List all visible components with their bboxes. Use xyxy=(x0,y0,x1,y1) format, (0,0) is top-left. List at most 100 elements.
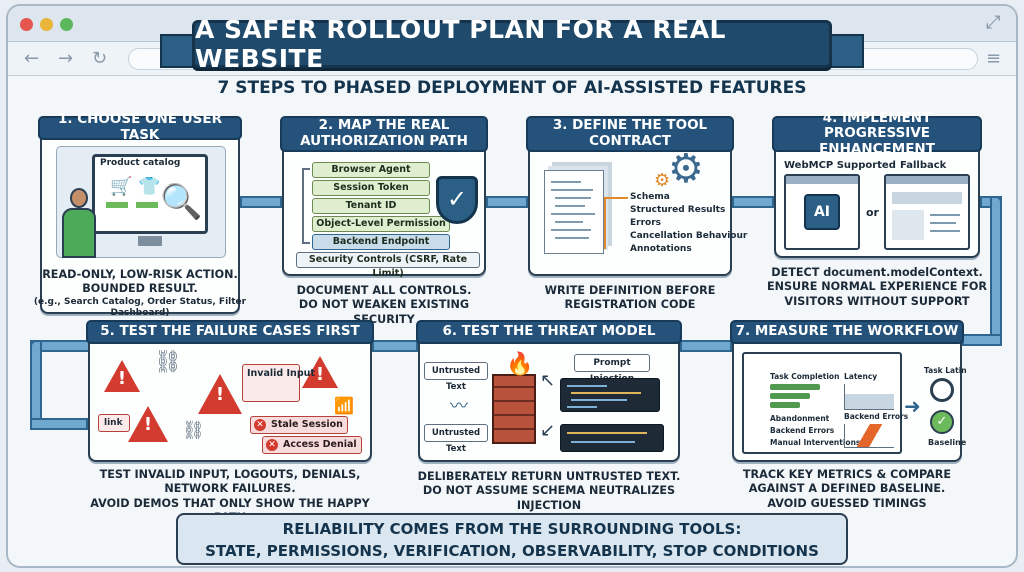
layer-session-token: Session Token xyxy=(312,180,430,196)
footer-banner: RELIABILITY COMES FROM THE SURROUNDING T… xyxy=(176,513,848,565)
maximize-dot-icon[interactable] xyxy=(60,18,73,31)
warning-icon xyxy=(104,360,140,392)
connector-pipe xyxy=(680,340,732,352)
errors-chart xyxy=(844,424,894,448)
untrusted-text-top: Untrusted Text xyxy=(424,362,488,392)
panel-backend-errors: Backend Errors xyxy=(770,426,835,435)
connector-pipe xyxy=(486,196,528,208)
connector-pipe xyxy=(30,340,42,430)
baseline-check-icon: ✓ xyxy=(930,410,954,434)
warning-mark: ! xyxy=(117,368,127,389)
step-3-heading: 3. DEFINE THE TOOL CONTRACT xyxy=(526,116,734,152)
panel-manual-interventions: Manual Interventions xyxy=(770,438,861,447)
expand-icon[interactable]: ⤢ xyxy=(986,12,1001,33)
reload-icon[interactable]: ↻ xyxy=(92,48,108,69)
contract-item-results: Structured Results xyxy=(630,205,726,215)
bird-icon: 〰 xyxy=(450,396,468,417)
gauge-label: Task Latin xyxy=(924,366,967,375)
shirt-icon: 👕 xyxy=(138,176,161,197)
code-snippet xyxy=(560,378,660,412)
step-5-heading: 5. TEST THE FAILURE CASES FIRST xyxy=(86,320,374,344)
panel-task-completion: Task Completion xyxy=(770,372,840,381)
monitor-screen xyxy=(92,154,208,234)
latency-chart xyxy=(844,384,894,410)
warning-icon xyxy=(198,374,242,414)
fallback-screen xyxy=(884,174,970,250)
broken-link-box xyxy=(98,414,130,432)
layer-security-controls: Security Controls (CSRF, Rate Limit) xyxy=(296,252,480,279)
contract-item-schema: Schema xyxy=(630,192,670,202)
gear-icon: ⚙ xyxy=(668,146,704,192)
gauge-icon xyxy=(930,378,954,402)
stale-session-error: ✕Stale Session xyxy=(250,416,348,434)
contract-connector xyxy=(604,197,628,249)
warning-mark: ! xyxy=(143,414,153,435)
error-dialog xyxy=(242,364,300,402)
connector-pipe xyxy=(240,196,282,208)
step-6-heading: 6. TEST THE THREAT MODEL xyxy=(416,320,682,344)
connector-pipe xyxy=(30,418,88,430)
ai-chip-icon: AI xyxy=(804,194,840,230)
step-6-caption: DELIBERATELY RETURN UNTRUSTED TEXT. DO N… xyxy=(417,470,681,512)
baseline-label: Baseline xyxy=(928,438,967,447)
magnifier-icon: 🔍 xyxy=(160,182,203,222)
webmcp-screen: AI xyxy=(784,174,860,250)
connector-pipe xyxy=(990,196,1002,344)
webmcp-label: WebMCP Supported xyxy=(784,160,896,171)
firewall-icon xyxy=(492,374,536,444)
shield-icon: ✓ xyxy=(436,176,478,224)
completion-bar xyxy=(770,384,820,390)
footer-line-1: RELIABILITY COMES FROM THE SURROUNDING T… xyxy=(282,520,742,538)
step-1-caption: READ-ONLY, LOW-RISK ACTION. BOUNDED RESU… xyxy=(33,268,247,319)
layer-object-permission: Object-Level Permission xyxy=(312,216,450,232)
warning-icon xyxy=(128,406,168,442)
connector-pipe xyxy=(732,196,774,208)
access-denial-error: ✕Access Denial xyxy=(262,436,362,454)
step-5-caption: TEST INVALID INPUT, LOGOUTS, DENIALS, NE… xyxy=(90,468,370,524)
close-dot-icon[interactable] xyxy=(20,18,33,31)
flame-icon: 🔥 xyxy=(506,352,534,377)
wifi-off-icon: 📶 xyxy=(334,396,354,415)
small-gear-icon: ⚙ xyxy=(654,170,671,191)
error-x-icon: ✕ xyxy=(266,439,278,451)
step-7-heading: 7. MEASURE THE WORKFLOW xyxy=(730,320,964,344)
layer-backend-endpoint: Backend Endpoint xyxy=(312,234,450,250)
arrow-icon: ↖ xyxy=(540,370,556,391)
link-label: link xyxy=(104,418,123,428)
back-arrow-icon[interactable]: ← xyxy=(24,48,40,69)
catalog-button xyxy=(106,202,128,208)
layer-tenant-id: Tenant ID xyxy=(312,198,430,214)
screen-label: Product catalog xyxy=(100,158,181,168)
broken-link-icon: ⛓ xyxy=(182,420,205,441)
or-label: or xyxy=(866,206,879,219)
broken-link-icon: ⛓ xyxy=(154,350,182,375)
step-7-caption: TRACK KEY METRICS & COMPARE AGAINST A DE… xyxy=(742,468,952,510)
error-x-icon: ✕ xyxy=(254,419,266,431)
connector-pipe xyxy=(962,334,1002,346)
invalid-input-label: Invalid Input xyxy=(247,368,315,379)
panel-latency: Latency xyxy=(844,372,878,381)
path-bracket xyxy=(302,168,310,244)
step-3-caption: WRITE DEFINITION BEFORE REGISTRATION COD… xyxy=(544,284,716,312)
contract-item-annotations: Annotations xyxy=(630,244,692,254)
contract-item-errors: Errors xyxy=(630,218,662,228)
catalog-button xyxy=(136,202,158,208)
prompt-injection-box: Prompt Injection xyxy=(574,354,650,384)
footer-line-2: STATE, PERMISSIONS, VERIFICATION, OBSERV… xyxy=(205,542,819,560)
monitor-stand xyxy=(138,236,162,246)
user-figure-icon xyxy=(62,188,96,258)
arrow-icon: ↙ xyxy=(540,420,556,441)
panel-backend-errors-2: Backend Errors xyxy=(844,412,909,421)
page-title: A SAFER ROLLOUT PLAN FOR A REAL WEBSITE xyxy=(192,15,832,73)
right-arrow-icon: ➜ xyxy=(904,394,921,418)
completion-bar xyxy=(770,393,810,399)
completion-bar xyxy=(770,402,800,408)
document-icon xyxy=(544,170,604,254)
minimize-dot-icon[interactable] xyxy=(40,18,53,31)
menu-icon[interactable]: ≡ xyxy=(986,48,1002,69)
step-2-heading: 2. MAP THE REAL AUTHORIZATION PATH xyxy=(280,116,488,152)
forward-arrow-icon[interactable]: → xyxy=(58,48,74,69)
layer-browser-agent: Browser Agent xyxy=(312,162,430,178)
fallback-label: Fallback xyxy=(900,160,947,171)
step-4-heading: 4. IMPLEMENT PROGRESSIVE ENHANCEMENT xyxy=(772,110,982,156)
